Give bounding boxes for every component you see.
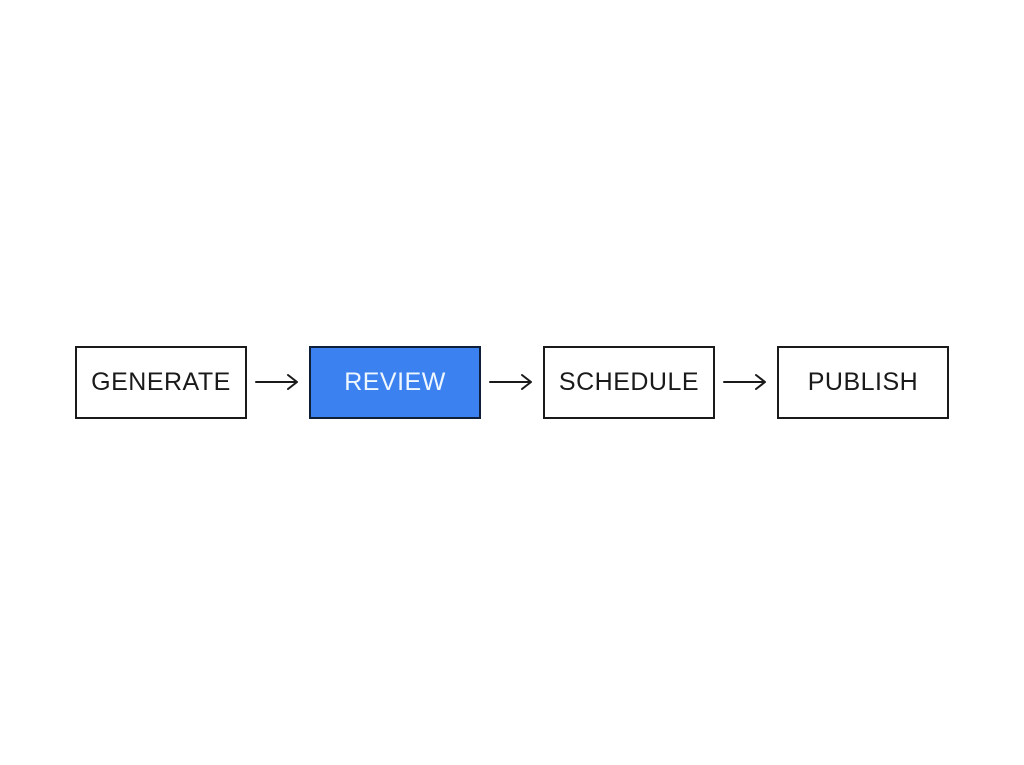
step-generate-label: GENERATE (91, 367, 231, 396)
workflow-diagram: GENERATE REVIEW SCHEDULE PUBLISH (0, 345, 1024, 419)
arrow-review-to-schedule (481, 346, 543, 419)
step-publish: PUBLISH (777, 345, 949, 419)
step-generate: GENERATE (75, 345, 247, 419)
right-arrow-icon (255, 374, 298, 390)
step-review: REVIEW (309, 345, 481, 419)
step-schedule-label: SCHEDULE (558, 367, 700, 396)
step-schedule: SCHEDULE (543, 345, 715, 419)
right-arrow-icon (489, 374, 532, 390)
right-arrow-icon (723, 374, 766, 390)
arrow-schedule-to-publish (715, 346, 777, 419)
arrow-generate-to-review (247, 346, 309, 419)
step-review-label: REVIEW (344, 367, 446, 396)
step-publish-label: PUBLISH (807, 367, 919, 396)
